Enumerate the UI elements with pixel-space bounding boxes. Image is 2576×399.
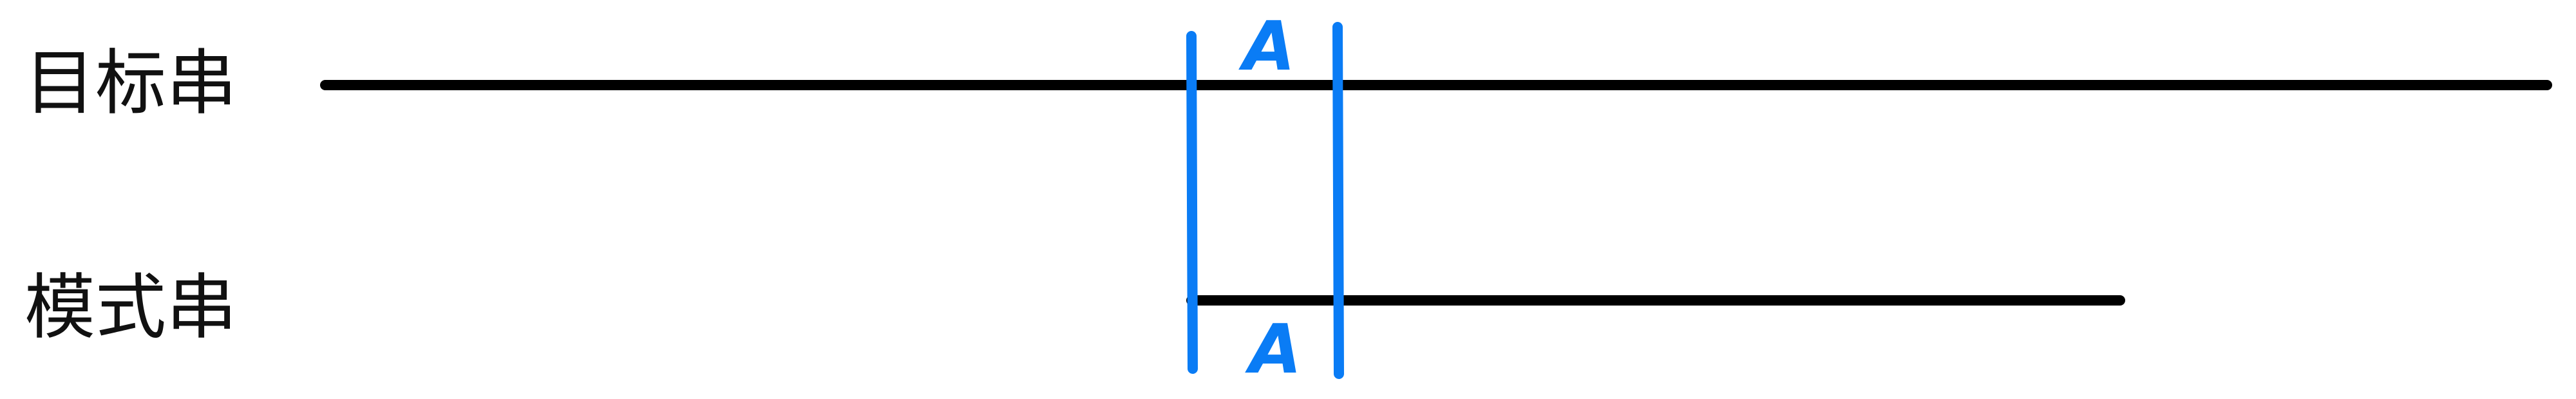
- target-char-marker: A: [1238, 7, 1295, 86]
- pattern-string-label: 模式串: [24, 266, 237, 349]
- left-alignment-bar: [1186, 31, 1198, 374]
- pattern-char-marker: A: [1245, 310, 1302, 389]
- right-alignment-bar: [1332, 22, 1344, 379]
- target-string-label: 目标串: [24, 42, 237, 124]
